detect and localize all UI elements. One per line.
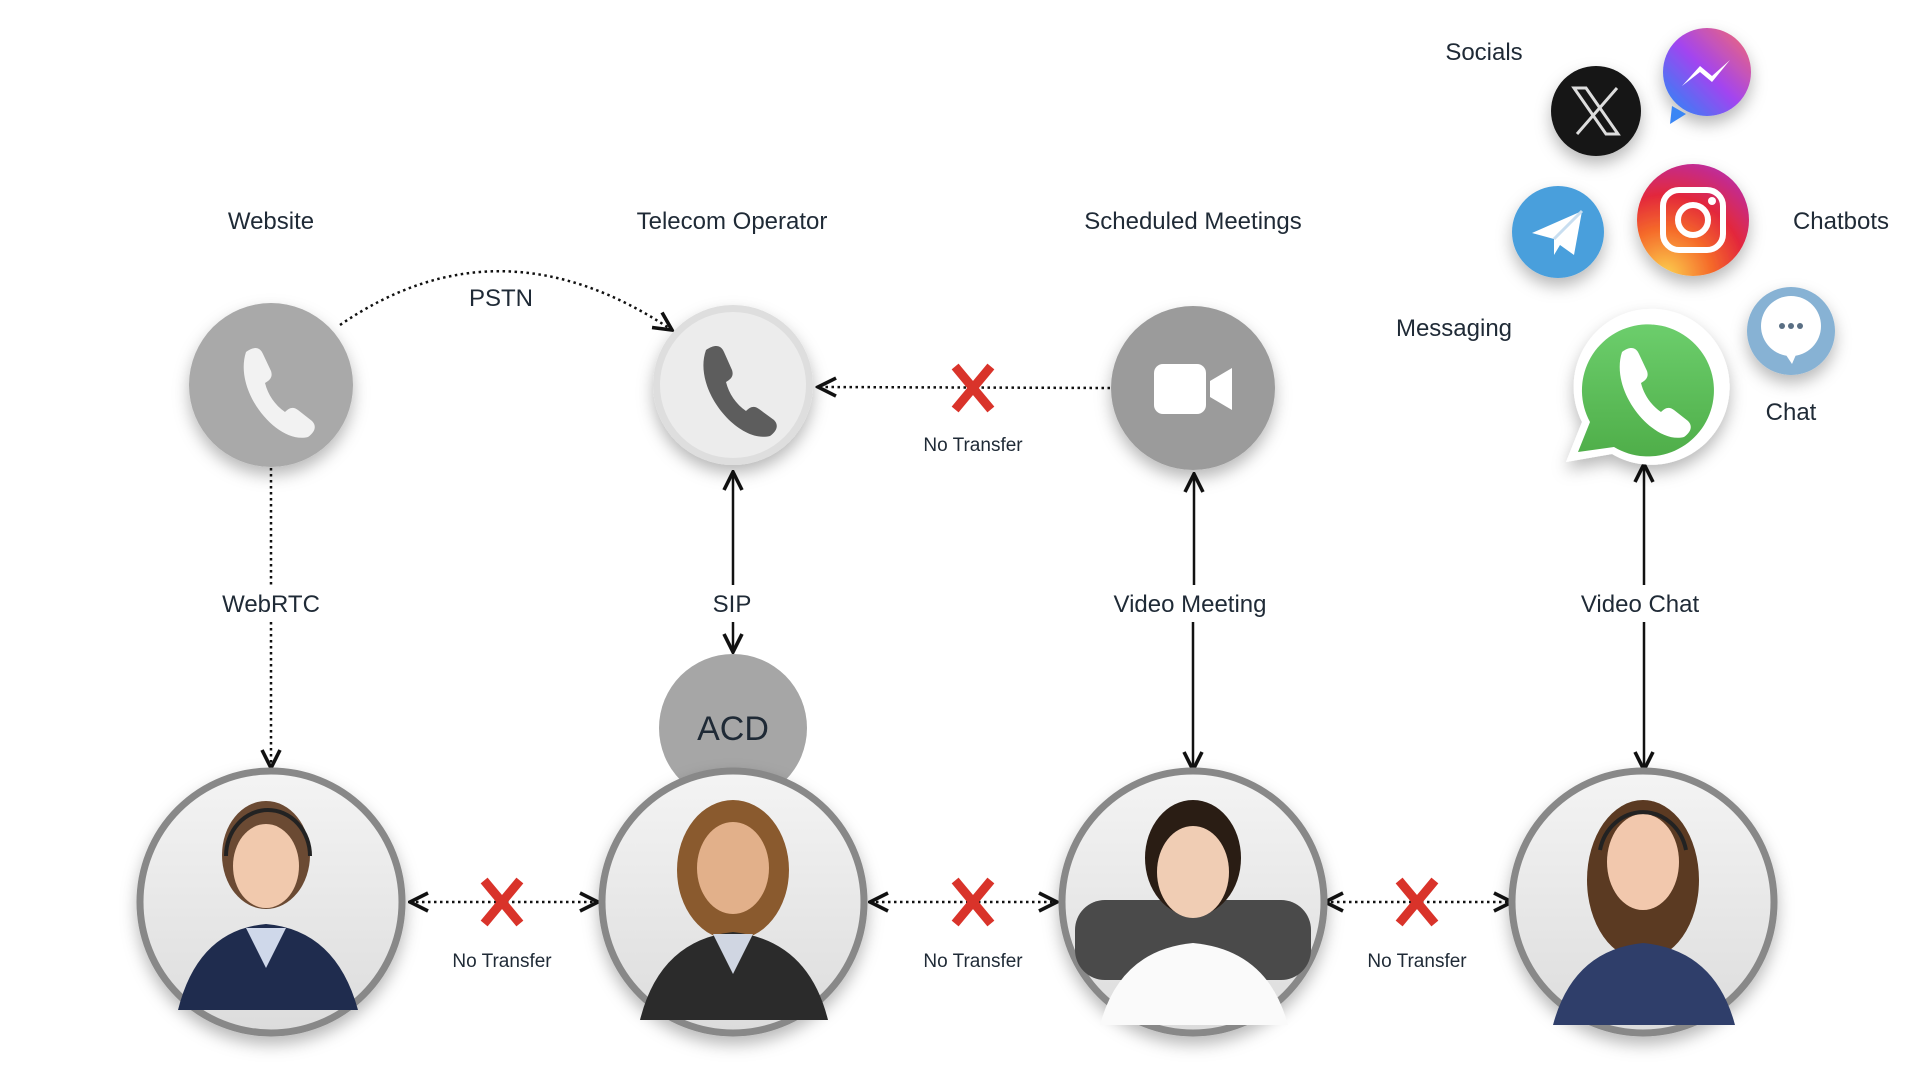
x-logo-icon[interactable] bbox=[1551, 66, 1641, 156]
agent-link-2-3: No Transfer bbox=[870, 877, 1057, 972]
telecom-phone-node[interactable] bbox=[653, 305, 813, 465]
video-camera-icon bbox=[1154, 364, 1232, 414]
cross-icon bbox=[480, 877, 524, 927]
label-scheduled-meetings: Scheduled Meetings bbox=[1084, 208, 1301, 235]
label-pstn: PSTN bbox=[469, 285, 533, 312]
label-website: Website bbox=[228, 208, 314, 235]
label-no-transfer: No Transfer bbox=[1367, 951, 1467, 972]
pstn-connector bbox=[339, 270, 672, 330]
label-no-transfer: No Transfer bbox=[452, 951, 552, 972]
label-chatbots: Chatbots bbox=[1793, 208, 1889, 235]
cross-icon bbox=[1395, 877, 1439, 927]
agent-avatar-video-chat[interactable] bbox=[1508, 767, 1778, 1037]
cross-icon bbox=[951, 877, 995, 927]
agent-avatar-telecom[interactable] bbox=[598, 767, 868, 1037]
phone-icon bbox=[703, 346, 777, 437]
telegram-icon[interactable] bbox=[1512, 186, 1604, 278]
label-telecom-operator: Telecom Operator bbox=[637, 208, 828, 235]
instagram-icon[interactable] bbox=[1637, 164, 1749, 276]
agent-link-3-4: No Transfer bbox=[1325, 877, 1512, 972]
whatsapp-icon[interactable] bbox=[1566, 308, 1730, 465]
messenger-icon[interactable] bbox=[1663, 28, 1751, 124]
label-sip: SIP bbox=[713, 591, 752, 618]
label-video-meeting: Video Meeting bbox=[1114, 591, 1267, 618]
label-socials: Socials bbox=[1445, 39, 1522, 66]
phone-icon bbox=[243, 348, 315, 438]
agent-link-1-2: No Transfer bbox=[410, 877, 598, 972]
agent-avatar-video-meeting[interactable] bbox=[1058, 767, 1328, 1037]
label-no-transfer: No Transfer bbox=[923, 435, 1023, 456]
cross-icon bbox=[951, 363, 995, 413]
acd-label: ACD bbox=[697, 710, 769, 748]
label-chat: Chat bbox=[1766, 399, 1817, 426]
agent-avatar-website[interactable] bbox=[136, 767, 406, 1037]
website-phone-node[interactable] bbox=[189, 303, 353, 467]
acd-node[interactable]: ACD bbox=[659, 654, 807, 802]
label-messaging: Messaging bbox=[1396, 315, 1512, 342]
label-no-transfer: No Transfer bbox=[923, 951, 1023, 972]
label-video-chat: Video Chat bbox=[1581, 591, 1700, 618]
video-meeting-node[interactable] bbox=[1111, 306, 1275, 470]
video-to-telecom-connector bbox=[818, 387, 1111, 388]
chat-bubble-icon[interactable] bbox=[1747, 287, 1835, 375]
label-webrtc: WebRTC bbox=[222, 591, 320, 618]
